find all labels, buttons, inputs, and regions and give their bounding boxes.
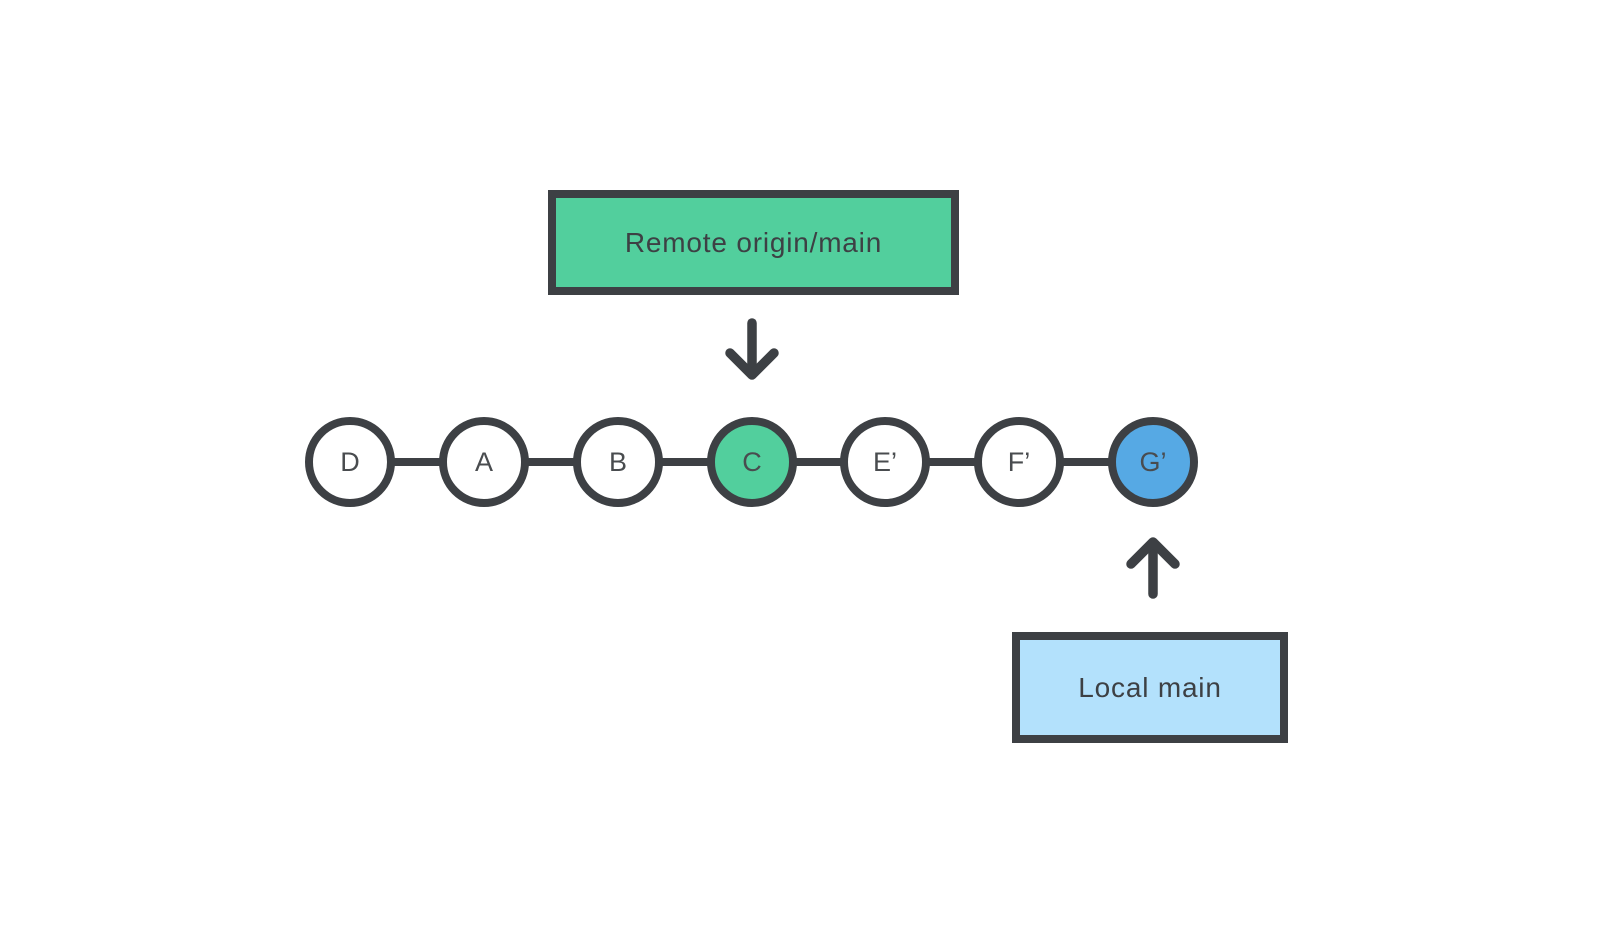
commit-node-a: A bbox=[439, 417, 529, 507]
commit-label: G’ bbox=[1139, 446, 1167, 477]
commit-label: E’ bbox=[872, 446, 897, 477]
remote-branch-box: Remote origin/main bbox=[548, 190, 959, 295]
commit-label: A bbox=[474, 446, 493, 477]
remote-branch-label: Remote origin/main bbox=[624, 226, 883, 258]
local-branch-label: Local main bbox=[1078, 671, 1222, 703]
commit-label: C bbox=[742, 446, 762, 477]
commit-node-f-prime: F’ bbox=[974, 417, 1064, 507]
commit-node-e-prime: E’ bbox=[840, 417, 930, 507]
local-branch-box: Local main bbox=[1012, 632, 1288, 743]
commit-label: B bbox=[608, 446, 627, 477]
commit-label: D bbox=[340, 446, 360, 477]
commit-node-c: C bbox=[707, 417, 797, 507]
commit-label: F’ bbox=[1007, 446, 1031, 477]
commit-node-d: D bbox=[305, 417, 395, 507]
arrow-down-icon bbox=[725, 318, 779, 380]
commit-node-b: B bbox=[573, 417, 663, 507]
arrow-up-icon bbox=[1126, 537, 1180, 599]
commit-node-g-prime: G’ bbox=[1108, 417, 1198, 507]
